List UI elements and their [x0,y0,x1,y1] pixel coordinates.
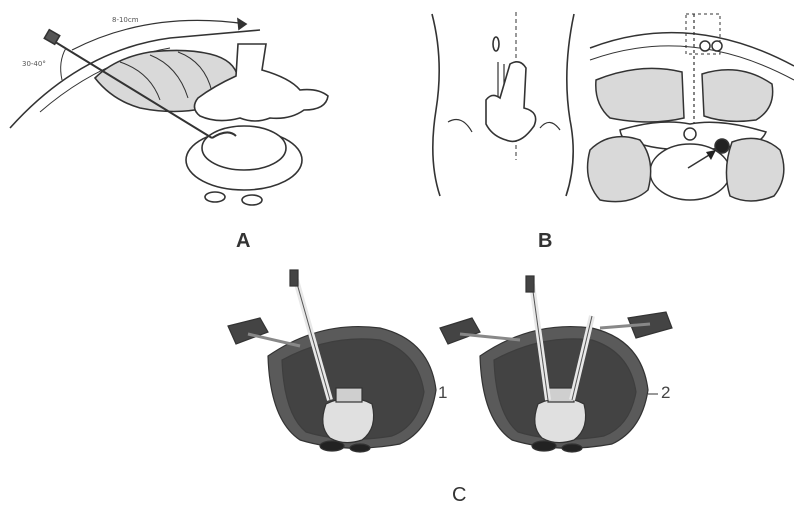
panel-b-sacrum [486,62,536,142]
panel-a-distance-arrow [72,20,246,50]
panel-b-skin-arc [590,33,794,66]
panel-b-torso-left-outline [432,14,440,196]
panel-c1-instrument [228,318,268,344]
panel-b-cross-section [588,14,794,202]
panel-a-angle-arc [61,48,66,80]
panel-b-label: B [538,230,552,253]
panel-c-number-2: 2 [661,383,670,403]
panel-c-image-2 [440,276,672,452]
panel-b-muscle-left [596,68,684,122]
panel-a-angle-text: 30-40° [22,60,46,68]
panel-c-number-1: 1 [438,383,447,403]
panel-b-back-view [432,12,574,196]
panel-a-distance-text: 8-10cm [112,16,139,24]
panel-a-label: A [236,230,250,253]
panel-b-torso-right-outline [566,14,574,196]
panel-c-label: C [452,484,466,507]
panel-c-image-1 [228,270,436,452]
panel-b-nerve-root-target [715,139,729,153]
panel-c1-vertebral-body [323,398,374,443]
panel-b-muscle-right [702,70,773,122]
panel-c2-instrument-left [440,318,480,344]
panel-c2-vertebral-body [535,398,586,443]
panel-a-drawing [10,19,328,205]
